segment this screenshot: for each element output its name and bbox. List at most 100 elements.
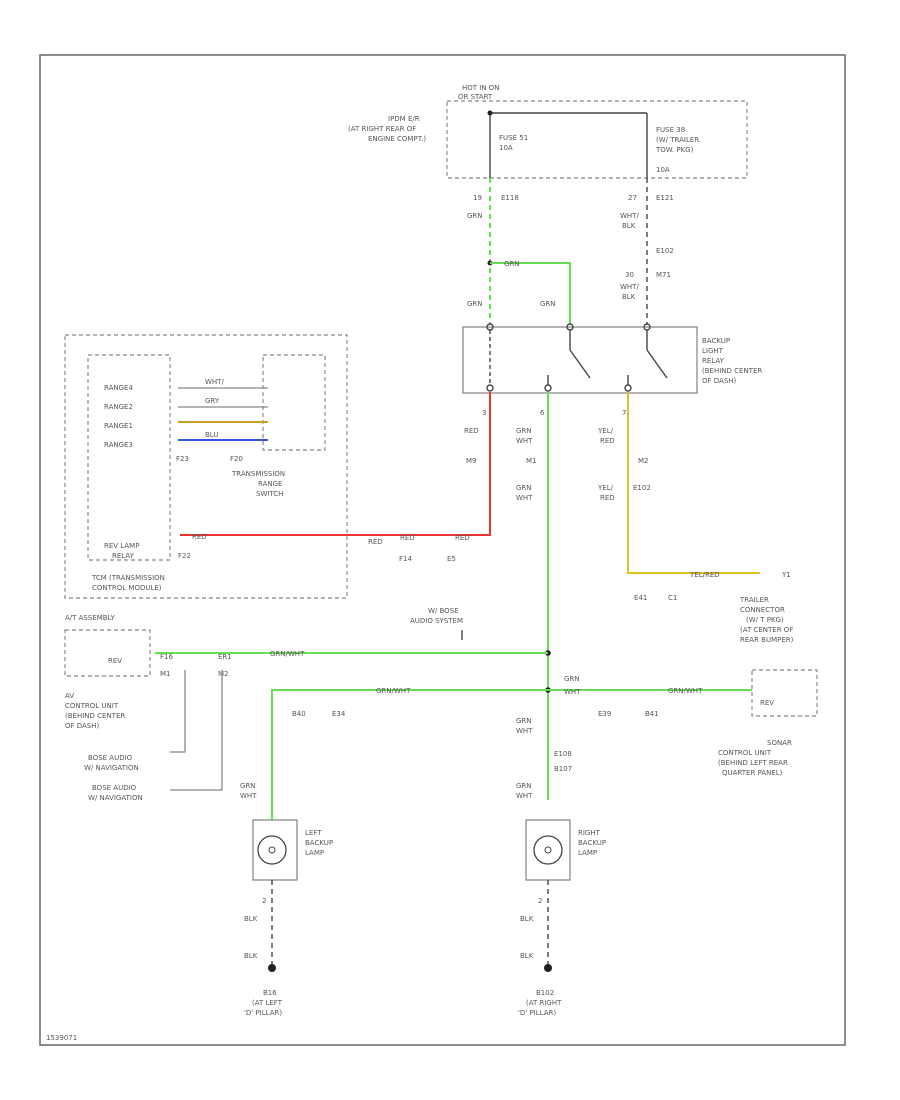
fuse2-note-2: TOW. PKG) — [655, 146, 694, 154]
right-conn-2: 2 — [538, 897, 542, 905]
conn-y1: Y1 — [781, 571, 791, 579]
trailer-label-4: (AT CENTER OF — [740, 626, 793, 634]
wire-yel-2: YEL/ — [597, 484, 614, 492]
right-wire-blk: BLK — [520, 915, 534, 923]
right-lamp-label-2: BACKUP — [578, 839, 606, 847]
wire-yel-1: YEL/ — [597, 427, 614, 435]
conn-7: 7 — [622, 409, 626, 417]
right-lamp-label: RIGHT — [578, 829, 601, 837]
wire-yel-3: YEL/RED — [689, 571, 720, 579]
wire-gw-7b: WHT — [516, 727, 533, 735]
conn-e5: E5 — [447, 555, 456, 563]
conn-f16: F16 — [160, 653, 173, 661]
conn-19: 19 — [473, 194, 482, 202]
sonar-rev: REV — [760, 699, 774, 707]
ipdm-loc-1: (AT RIGHT REAR OF — [348, 125, 416, 133]
bose-nonav-2: W/ NAVIGATION — [88, 794, 143, 802]
backup-relay-box — [462, 326, 698, 394]
conn-e108: E108 — [554, 750, 572, 758]
left-lamp-label-3: LAMP — [305, 849, 324, 857]
conn-e102: E102 — [656, 247, 674, 255]
tcm-pin-range3: RANGE3 — [104, 441, 133, 449]
conn-b41: B41 — [645, 710, 659, 718]
fuse1-amp: 10A — [499, 144, 513, 152]
trailer-label-3: (W/ T PKG) — [746, 616, 784, 624]
diagram-code: 1539071 — [46, 1034, 77, 1042]
conn-m9: M9 — [466, 457, 477, 465]
conn-e39: E39 — [598, 710, 611, 718]
left-wire-blk-2: BLK — [244, 952, 258, 960]
conn-e121: E121 — [656, 194, 674, 202]
relay-name: BACKUP — [702, 337, 730, 345]
wire-gw-2b: WHT — [516, 494, 533, 502]
wire-gw-6: GRN — [564, 675, 580, 683]
conn-e41: E41 — [634, 594, 647, 602]
fuse1-label: FUSE 51 — [499, 134, 528, 142]
wire-blk-2: BLK — [622, 293, 636, 301]
conn-6: 6 — [540, 409, 545, 417]
conn-m1: M1 — [526, 457, 537, 465]
ac-label-3: (BEHIND CENTER — [65, 712, 125, 720]
wire-gw-1: GRN — [516, 427, 532, 435]
switch-label: TRANSMISSION — [231, 470, 285, 478]
right-ground-loc: (AT RIGHT — [526, 999, 562, 1007]
left-conn-2: 2 — [262, 897, 266, 905]
ac-label: AV — [65, 692, 74, 700]
conn-e102b: E102 — [633, 484, 651, 492]
relay-loc-2: OF DASH) — [702, 377, 737, 385]
ac-label-4: OF DASH) — [65, 722, 100, 730]
left-lamp-label: LEFT — [305, 829, 322, 837]
at-assembly-box — [64, 629, 151, 677]
left-lamp-box — [252, 819, 298, 881]
right-wire-blk-2: BLK — [520, 952, 534, 960]
left-ground-loc-2: 'D' PILLAR) — [244, 1009, 282, 1017]
sonar-box — [751, 669, 818, 717]
fuse2-label: FUSE 38 — [656, 126, 685, 134]
conn-30: 30 — [625, 271, 634, 279]
hot-label: HOT IN ON — [462, 84, 500, 92]
wire-grn-3: GRN — [467, 300, 483, 308]
ipdm-label: IPDM E/R — [388, 115, 420, 123]
wire-wht-2: WHT/ — [620, 283, 639, 291]
wire-gw-4: GRN/WHT — [376, 687, 411, 695]
audio-label-2: AUDIO SYSTEM — [410, 617, 463, 625]
sonar-label-3: (BEHIND LEFT REAR — [718, 759, 788, 767]
rev-lamp-label: REV LAMP — [104, 542, 139, 550]
wire-red-2: RED — [400, 534, 415, 542]
trailer-label-5: REAR BUMPER) — [740, 636, 794, 644]
tcm-f23: F23 — [176, 455, 189, 463]
wire-red-3: RED — [368, 538, 383, 546]
relay-name-2: LIGHT — [702, 347, 724, 355]
conn-ew1: ER1 — [218, 653, 232, 661]
wire-gw-6b: WHT — [564, 688, 581, 696]
left-wire-blk: BLK — [244, 915, 258, 923]
diagram-frame — [39, 54, 846, 1046]
relay-name-3: RELAY — [702, 357, 725, 365]
wire-red-4: RED — [455, 534, 470, 542]
tcm-title: TCM (TRANSMISSION — [91, 574, 165, 582]
left-lamp-label-2: BACKUP — [305, 839, 333, 847]
bose-nonav: BOSE AUDIO — [92, 784, 137, 792]
wire-gw-2: GRN — [516, 484, 532, 492]
wire-gw-7: GRN — [516, 717, 532, 725]
tcm-inner-box — [87, 354, 171, 561]
relay-loc: (BEHIND CENTER — [702, 367, 762, 375]
tcm-pin-range4: RANGE4 — [104, 384, 133, 392]
tcm-title-2: CONTROL MODULE) — [92, 584, 162, 592]
wire-yel-2b: RED — [600, 494, 615, 502]
wire-grn-1: GRN — [467, 212, 483, 220]
right-ground: B102 — [536, 989, 554, 997]
sonar-label-2: CONTROL UNIT — [718, 749, 772, 757]
right-ground-loc-2: 'D' PILLAR) — [518, 1009, 556, 1017]
wire-gw-3: GRN/WHT — [270, 650, 305, 658]
conn-m71: M71 — [656, 271, 671, 279]
wire-gw-9: GRN — [240, 782, 256, 790]
sonar-label-4: QUARTER PANEL) — [722, 769, 783, 777]
bose-nav-2: W/ NAVIGATION — [84, 764, 139, 772]
wire-gry-tcm: GRY — [205, 397, 220, 405]
switch-label-2: RANGE — [258, 480, 282, 488]
conn-c1: C1 — [668, 594, 677, 602]
conn-e118: E118 — [501, 194, 519, 202]
audio-label: W/ BOSE — [428, 607, 459, 615]
